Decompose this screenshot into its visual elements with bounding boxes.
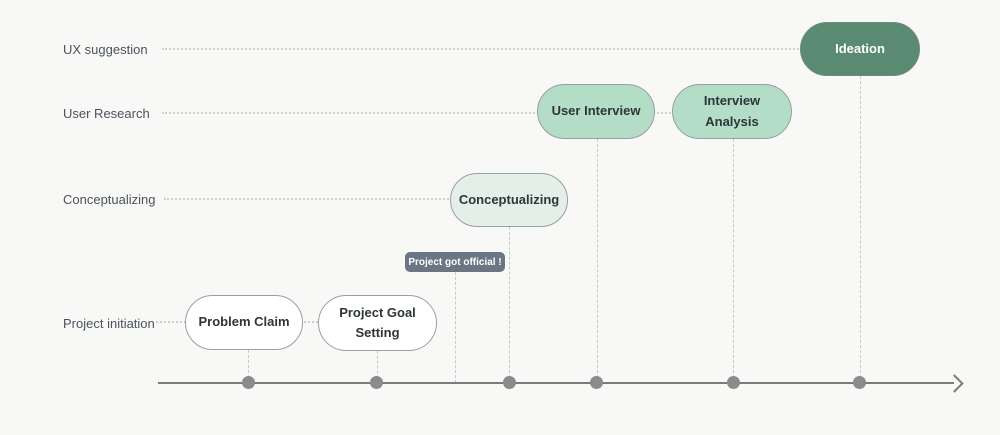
milestone-problem-claim[interactable]: Problem Claim xyxy=(185,295,303,350)
connector-line-problem-claim xyxy=(248,350,249,383)
timeline-dot xyxy=(503,376,516,389)
annotation-badge[interactable]: Project got official ! xyxy=(405,252,505,272)
milestone-label: Conceptualizing xyxy=(458,191,560,207)
milestone-conceptualizing[interactable]: Conceptualizing xyxy=(450,173,568,227)
milestone-ideation[interactable]: Ideation xyxy=(800,22,920,76)
connector-line-project-goal-setting xyxy=(377,351,378,383)
row-label-conceptualizing: Conceptualizing xyxy=(63,192,156,207)
connector-line-conceptualizing xyxy=(509,227,510,383)
timeline-dot xyxy=(242,376,255,389)
row-leader-line-user-research xyxy=(162,112,702,114)
timeline-dot xyxy=(590,376,603,389)
milestone-interview-analysis[interactable]: Interview Analysis xyxy=(672,84,792,139)
milestone-label: Problem Claim xyxy=(198,314,290,330)
connector-line-user-interview xyxy=(597,139,598,383)
milestone-project-goal-setting[interactable]: Project Goal Setting xyxy=(318,295,437,351)
connector-line-interview-analysis xyxy=(733,139,734,383)
timeline-axis xyxy=(158,382,954,384)
connector-line-annotation xyxy=(455,272,456,383)
milestone-label: Ideation xyxy=(835,40,885,56)
milestone-label: Project Goal Setting xyxy=(339,304,416,340)
milestone-label: Interview Analysis xyxy=(703,93,761,129)
row-label-user-research: User Research xyxy=(63,106,150,121)
timeline-dot xyxy=(370,376,383,389)
row-label-project-initiation: Project initiation xyxy=(63,316,155,331)
annotation-label: Project got official ! xyxy=(408,256,502,268)
row-label-ux-suggestion: UX suggestion xyxy=(63,42,148,57)
arrow-right-icon xyxy=(945,374,964,393)
timeline-dot xyxy=(853,376,866,389)
connector-line-ideation xyxy=(860,76,861,383)
milestone-label: User Interview xyxy=(551,103,641,119)
row-leader-line-conceptualizing xyxy=(164,198,512,200)
timeline-dot xyxy=(727,376,740,389)
milestone-user-interview[interactable]: User Interview xyxy=(537,84,655,139)
row-leader-line-ux-suggestion xyxy=(162,48,807,50)
